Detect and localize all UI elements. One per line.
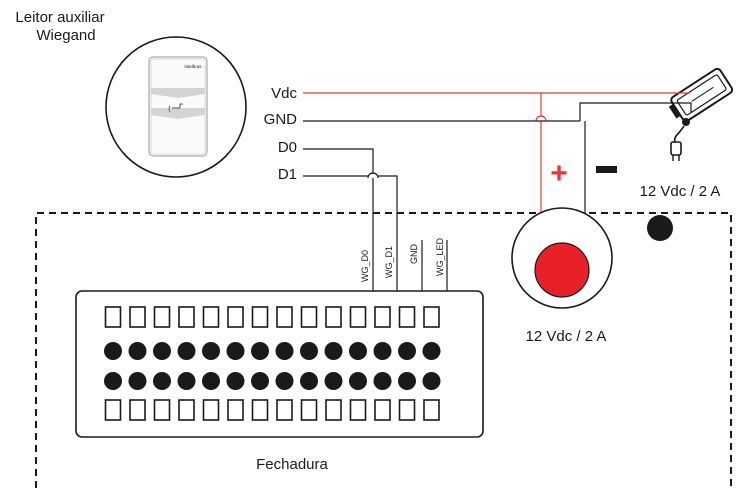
connector-pin-square [251,399,269,421]
lock-enclosure-outline [35,212,732,488]
connector-pin-round [226,342,245,360]
connector-pin-square [349,399,367,421]
connector-pin-square [325,306,342,328]
pin-label-wg-led: WG_LED [435,237,445,276]
lock-label: Fechadura [256,456,328,473]
indicator-dot [647,215,673,241]
connector-pin-square [227,399,244,421]
pin-label-wg-d1: WG_D1 [384,246,394,278]
d0-wire-label: D0 [278,139,297,156]
connector-pin-square [300,306,318,328]
contactless-icon [168,103,183,113]
connector-pin-round [324,342,343,360]
connector-pin-square [178,306,195,328]
power-cord-icon [670,118,690,161]
vdc-wire-label: Vdc [271,85,297,102]
connector-pin-round [202,372,220,390]
connector-pin-square [276,399,293,421]
d1-wire [303,175,398,338]
reader-title-line2: Wiegand [36,27,95,44]
connector-pin-round [153,372,171,390]
connector-pin-round [300,342,318,360]
reader-title-line1: Leitor auxiliar [15,9,104,26]
connector-pin-square [104,306,122,328]
connector-pin-square [153,399,171,421]
pin-label-wg-d0: WG_D0 [360,250,370,282]
connector-pin-square [251,306,269,328]
connector-pin-round [202,342,220,360]
connector-pin-square [202,399,220,421]
pin-label-gnd: GND [409,244,419,265]
connector-pin-round [422,342,441,360]
power-jack-label: 12 Vdc / 2 A [526,328,607,345]
connector-pin-round [422,372,441,390]
connector-pin-square [276,306,293,328]
connector-pin-round [251,342,269,360]
power-jack [511,207,613,309]
connector-pin-round [373,372,392,390]
connector-pin-square [398,399,416,421]
connector-pin-round [251,372,269,390]
connector-pin-round [128,372,147,390]
gnd-wire-label: GND [264,111,298,128]
connector-pin-square [398,306,416,328]
connector-pin-square [202,306,220,328]
lock-connector [75,290,484,438]
connector-pin-round [226,372,245,390]
connector-pin-round [275,342,294,360]
connector-pin-square [153,306,171,328]
negative-marker [596,166,617,173]
connector-pin-round [398,342,416,360]
connector-pin-round [275,372,294,390]
positive-marker: + [550,157,568,190]
connector-pin-square [349,306,367,328]
vdc-wire [303,92,690,238]
connector-pin-square [104,399,122,421]
connector-pin-square [300,399,318,421]
connector-pin-round [324,372,343,390]
reader-brand-logo: intelbras [184,64,202,69]
connector-pin-round [373,342,392,360]
connector-pin-round [349,342,367,360]
connector-pin-round [177,342,196,360]
connector-pin-square [227,306,244,328]
connector-pin-round [349,372,367,390]
connector-pin-square [374,399,391,421]
power-supply-icon [668,67,734,122]
connector-pin-square [129,306,146,328]
power-supply-label: 12 Vdc / 2 A [640,183,721,200]
connector-pin-round [153,342,171,360]
connector-pin-round [177,372,196,390]
connector-pins [104,306,441,421]
connector-pin-square [423,399,440,421]
connector-pin-square [325,399,342,421]
connector-pin-round [104,342,122,360]
connector-pin-square [178,399,195,421]
d1-wire-label: D1 [278,166,297,183]
wiegand-reader: intelbras [105,36,247,178]
connector-pin-square [423,306,440,328]
connector-pin-square [129,399,146,421]
connector-pin-round [398,372,416,390]
connector-pin-round [128,342,147,360]
gnd-wire [303,102,692,220]
connector-pin-round [300,372,318,390]
connector-pin-square [374,306,391,328]
connector-pin-round [104,372,122,390]
